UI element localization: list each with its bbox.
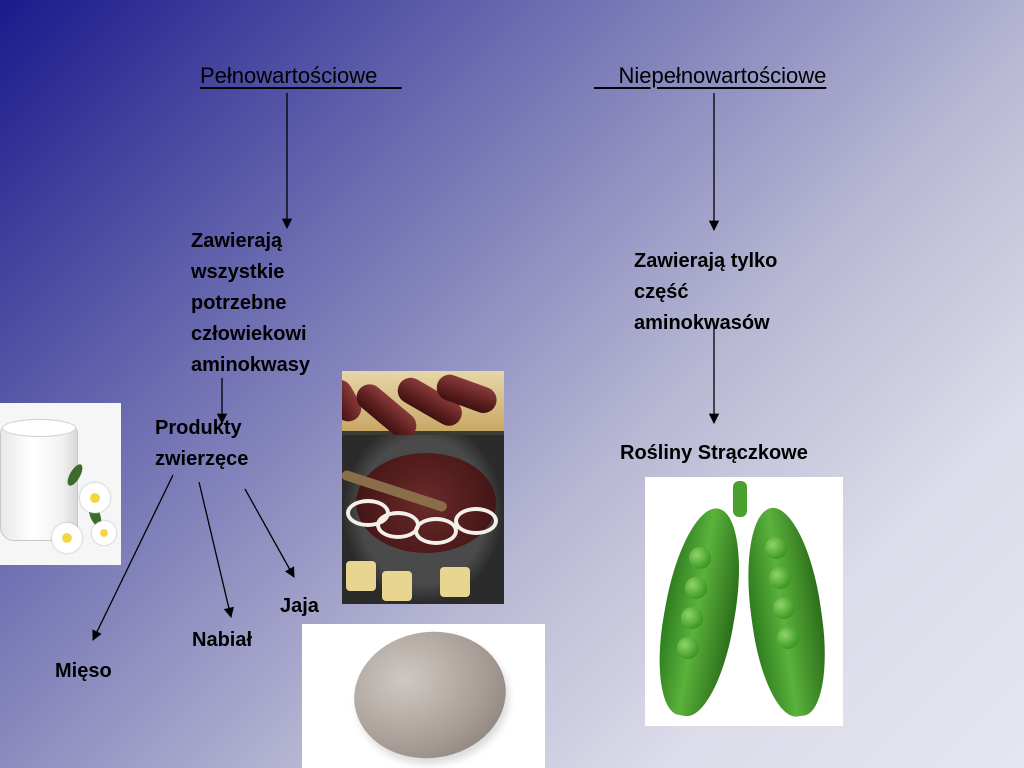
pea (681, 607, 703, 629)
potato (382, 571, 412, 601)
pea (677, 637, 699, 659)
pea (689, 547, 711, 569)
dairy-label: Nabiał (192, 629, 253, 651)
arrow-products-to-dairy (198, 481, 234, 619)
pea (685, 577, 707, 599)
pea-stem (733, 481, 747, 517)
onion-ring (414, 517, 458, 545)
milk-glass-rim (2, 419, 76, 437)
header-complete-proteins: Pełnowartościowe (200, 63, 378, 88)
onion-ring (376, 511, 420, 539)
daisy (80, 483, 110, 513)
egg-image (302, 624, 545, 768)
right-description: Zawierają tylko część aminokwasów (634, 250, 778, 334)
pea (765, 537, 787, 559)
milk-glass (0, 425, 78, 541)
eggs-label: Jaja (280, 595, 319, 617)
pea (773, 597, 795, 619)
daisy (52, 523, 82, 553)
pea (777, 627, 799, 649)
potato (440, 567, 470, 597)
meat-image (342, 371, 504, 604)
potato (346, 561, 376, 591)
meat-label: Mięso (55, 660, 112, 682)
arrow-products-to-meat (92, 474, 174, 641)
pea (769, 567, 791, 589)
pea-pods-image (645, 477, 843, 726)
onion-ring (454, 507, 498, 535)
milk-image (0, 403, 121, 565)
header-incomplete-proteins: Niepełnowartościowe (618, 63, 827, 88)
animal-products-label: Produkty zwierzęce (155, 417, 249, 470)
daisy (92, 521, 116, 545)
arrow-products-to-eggs (244, 488, 295, 578)
egg (345, 624, 515, 768)
left-description: Zawierają wszystkie potrzebne człowiekow… (191, 230, 310, 376)
legumes-label: Rośliny Strączkowe (620, 442, 808, 464)
